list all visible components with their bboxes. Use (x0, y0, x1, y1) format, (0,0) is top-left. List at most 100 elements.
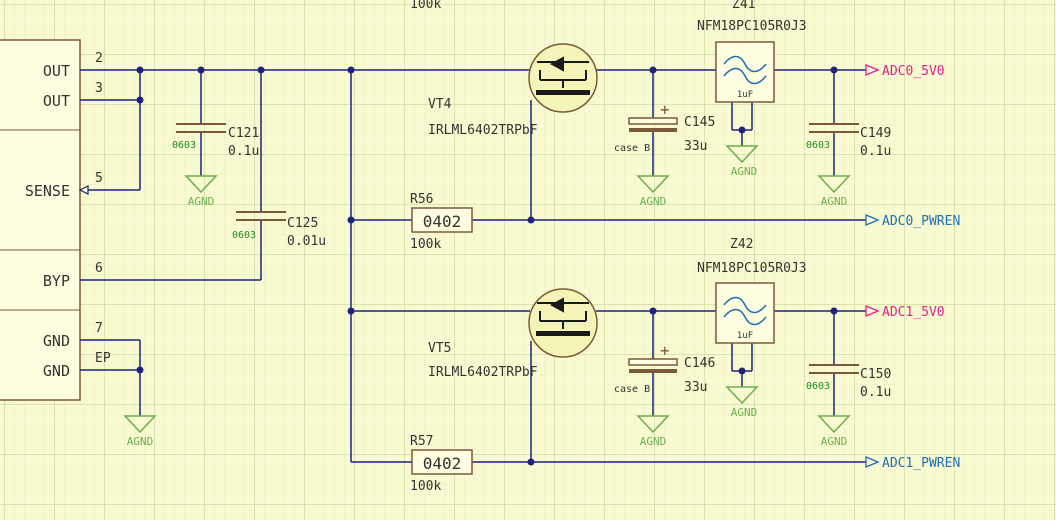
pin-name-out-1: OUT (43, 62, 70, 80)
capacitor-c150[interactable]: C150 0.1u 0603 (806, 364, 891, 400)
net-label-adc1-pwren[interactable]: ADC1_PWREN (865, 456, 960, 471)
filter-wave-icon (723, 296, 767, 326)
junction-dot (830, 307, 838, 315)
pin-name-gnd-2: GND (43, 362, 70, 380)
port-arrow-icon (865, 214, 880, 226)
junction-dot (649, 66, 657, 74)
capacitor-value: 0.1u (860, 385, 891, 400)
net-label-adc1-5v0[interactable]: ADC1_5V0 (865, 305, 945, 320)
ground-icon (817, 415, 851, 434)
port-arrow-icon (865, 456, 880, 468)
capacitor-value: 0.1u (860, 144, 891, 159)
junction-dot (136, 66, 144, 74)
ground-icon (123, 415, 157, 434)
filter-part: NFM18PC105R0J3 (697, 19, 807, 34)
resistor-r56[interactable]: 0402 R56 100k (410, 192, 473, 252)
pin-number-byp: 6 (95, 261, 103, 276)
capacitor-value: 33u (684, 380, 707, 395)
capacitor-package: case B (614, 143, 650, 154)
regulator-ic[interactable]: OUT OUT SENSE BYP GND GND 2 3 5 6 7 EP (0, 39, 111, 401)
net-label-text: ADC1_5V0 (882, 305, 945, 320)
capacitor-c146[interactable]: + C146 33u case B (614, 341, 715, 395)
junction-dot (347, 307, 355, 315)
filter-value: 1uF (737, 90, 753, 100)
capacitor-ref: C146 (684, 356, 715, 371)
capacitor-c149[interactable]: C149 0.1u 0603 (806, 123, 891, 159)
resistor-package: 0402 (423, 212, 462, 231)
filter-value: 1uF (737, 331, 753, 341)
wires (80, 69, 866, 463)
pin-number-gnd: 7 (95, 321, 103, 336)
filter-z41[interactable]: 1uF Z41 NFM18PC105R0J3 (697, 0, 807, 103)
pin-number-out-2: 3 (95, 81, 103, 96)
junction-dot (527, 216, 535, 224)
pin-number-out-1: 2 (95, 51, 103, 66)
pin-name-gnd-1: GND (43, 332, 70, 350)
capacitor-c121[interactable]: C121 0.1u 0603 (172, 123, 259, 159)
ground-symbol-c121: AGND (184, 175, 218, 208)
ground-label: AGND (127, 435, 154, 448)
port-arrow-icon (865, 305, 880, 317)
capacitor-ref: C150 (860, 367, 891, 382)
transistor-ref: VT5 (428, 341, 451, 356)
filter-part: NFM18PC105R0J3 (697, 261, 807, 276)
pin-name-out-2: OUT (43, 92, 70, 110)
ground-label: AGND (731, 406, 758, 419)
ground-symbol-c146: AGND (636, 415, 670, 448)
junctions (136, 66, 838, 466)
pin-number-ep: EP (95, 351, 111, 366)
transistor-part: IRLML6402TRPbF (428, 365, 538, 380)
capacitor-package: case B (614, 384, 650, 395)
filter-ref: Z42 (730, 237, 753, 252)
resistor-ref: R56 (410, 192, 433, 207)
net-label-adc0-pwren[interactable]: ADC0_PWREN (865, 214, 960, 229)
resistor-r57[interactable]: 0402 R57 100k (410, 434, 473, 494)
ground-symbol-z42: AGND (725, 386, 759, 419)
resistor-value: 100k (410, 237, 441, 252)
ground-label: AGND (731, 165, 758, 178)
ground-label: AGND (821, 435, 848, 448)
net-label-text: ADC1_PWREN (882, 456, 960, 471)
capacitor-value: 0.1u (228, 144, 259, 159)
transistor-vt4[interactable]: VT4 IRLML6402TRPbF (428, 43, 598, 138)
capacitor-ref: C149 (860, 126, 891, 141)
ground-icon (725, 386, 759, 405)
resistor-value: 100k (410, 479, 441, 494)
ground-icon (636, 175, 670, 194)
junction-dot (738, 126, 746, 134)
ground-label: AGND (640, 435, 667, 448)
ground-label: AGND (821, 195, 848, 208)
pin-name-sense: SENSE (25, 182, 70, 200)
resistor-ref: R57 (410, 434, 433, 449)
ground-label: AGND (640, 195, 667, 208)
capacitor-value: 0.01u (287, 234, 326, 249)
capacitor-ref: C121 (228, 126, 259, 141)
capacitor-package: 0603 (232, 230, 256, 241)
junction-dot (136, 366, 144, 374)
net-label-adc0-5v0[interactable]: ADC0_5V0 (865, 64, 945, 79)
pin-name-byp: BYP (43, 272, 70, 290)
transistor-part: IRLML6402TRPbF (428, 123, 538, 138)
capacitor-c125[interactable]: C125 0.01u 0603 (232, 211, 326, 249)
junction-dot (197, 66, 205, 74)
ground-symbol-c145: AGND (636, 175, 670, 208)
capacitor-c145[interactable]: + C145 33u case B (614, 100, 715, 154)
transistor-ref: VT4 (428, 97, 452, 112)
ground-icon (636, 415, 670, 434)
polarity-plus-icon: + (660, 100, 670, 119)
transistor-vt5[interactable]: VT5 IRLML6402TRPbF (428, 288, 598, 380)
capacitor-package: 0603 (806, 140, 830, 151)
net-label-text: ADC0_5V0 (882, 64, 945, 79)
junction-dot (738, 367, 746, 375)
ground-symbol-c150: AGND (817, 415, 851, 448)
junction-dot (649, 307, 657, 315)
port-arrow-icon (865, 64, 880, 76)
polarity-plus-icon: + (660, 341, 670, 360)
ground-symbol-z41: AGND (725, 145, 759, 178)
filter-z42[interactable]: 1uF Z42 NFM18PC105R0J3 (697, 237, 807, 344)
ground-symbol-c149: AGND (817, 175, 851, 208)
resistor-value-top-partial: 100k (410, 0, 441, 12)
junction-dot (257, 66, 265, 74)
junction-dot (136, 96, 144, 104)
